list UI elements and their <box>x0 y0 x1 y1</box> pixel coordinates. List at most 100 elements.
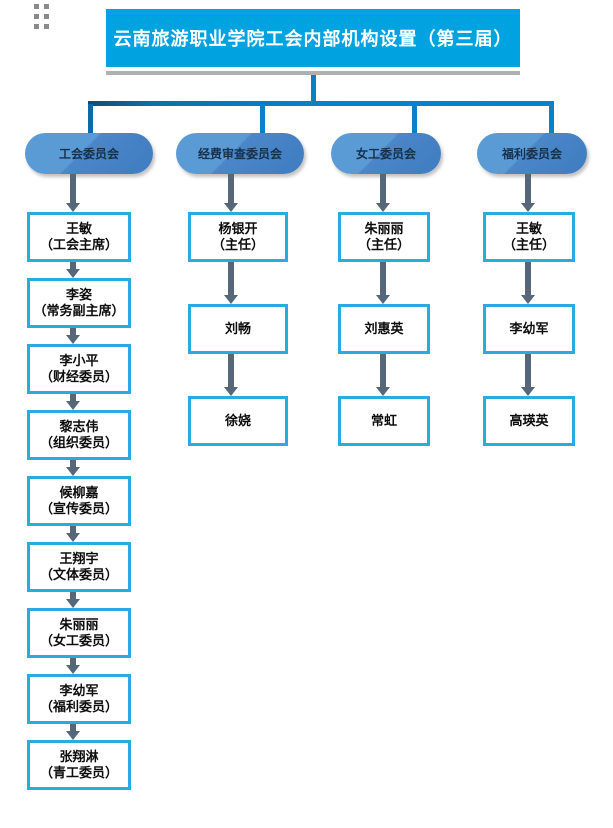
arrow-shaft <box>70 658 76 665</box>
arrow-member-union-3-to-4 <box>66 394 80 410</box>
member-node-women-workers-1[interactable]: 朱丽丽（主任） <box>338 212 430 262</box>
arrow-member-finance-audit-1-to-2 <box>224 262 238 304</box>
member-node-union-1[interactable]: 王敏（工会主席） <box>27 212 131 262</box>
member-name: 李姿 <box>65 286 92 302</box>
arrow-member-union-5-to-6 <box>66 526 80 542</box>
handle-dot <box>44 4 49 9</box>
page-title: 云南旅游职业学院工会内部机构设置（第三届） <box>113 29 513 49</box>
member-name: 常虹 <box>370 412 397 428</box>
member-name: 王翔宇 <box>59 550 99 566</box>
member-name: 黎志伟 <box>59 418 99 434</box>
member-node-union-7[interactable]: 朱丽丽（女工委员） <box>27 608 131 658</box>
committee-pill-finance-audit[interactable]: 经费审查委员会 <box>176 133 304 174</box>
arrow-member-welfare-2-to-3 <box>521 354 535 396</box>
handle-dot <box>34 24 39 29</box>
member-node-welfare-1[interactable]: 王敏（主任） <box>483 212 575 262</box>
arrow-committee-to-member-women-workers <box>376 174 390 212</box>
arrow-shaft <box>228 174 234 203</box>
arrow-shaft <box>70 724 76 731</box>
committee-label: 女工委员会 <box>355 147 416 161</box>
member-node-union-5[interactable]: 候柳嘉（宣传委员） <box>27 476 131 526</box>
committee-pill-women-workers[interactable]: 女工委员会 <box>331 133 441 174</box>
member-name: 朱丽丽 <box>364 220 404 236</box>
arrow-shaft <box>380 354 386 387</box>
member-name: 王敏 <box>65 220 92 236</box>
member-role: （主任） <box>357 237 410 252</box>
arrow-shaft <box>380 262 386 295</box>
member-node-finance-audit-2[interactable]: 刘畅 <box>188 304 288 354</box>
committee-label: 工会委员会 <box>58 147 119 161</box>
arrow-shaft <box>70 526 76 533</box>
arrow-member-union-4-to-5 <box>66 460 80 476</box>
connector-drop-2 <box>260 104 265 134</box>
diagram-title-banner: 云南旅游职业学院工会内部机构设置（第三届） <box>106 9 520 67</box>
arrow-committee-to-member-finance-audit <box>224 174 238 212</box>
member-node-women-workers-3[interactable]: 常虹 <box>338 396 430 446</box>
member-node-union-4[interactable]: 黎志伟（组织委员） <box>27 410 131 460</box>
member-node-union-2[interactable]: 李姿（常务副主席） <box>27 278 131 328</box>
member-name: 李幼军 <box>59 682 99 698</box>
arrow-head <box>66 533 80 542</box>
member-name: 李小平 <box>59 352 99 368</box>
arrow-head <box>521 387 535 396</box>
committee-pill-welfare[interactable]: 福利委员会 <box>477 133 587 174</box>
arrow-member-welfare-1-to-2 <box>521 262 535 304</box>
connector-drop-4 <box>549 104 554 134</box>
arrow-committee-to-member-welfare <box>521 174 535 212</box>
handle-dot <box>34 14 39 19</box>
arrow-shaft <box>70 592 76 599</box>
member-role: （组织委员） <box>39 435 118 450</box>
arrow-shaft <box>525 174 531 203</box>
member-node-union-8[interactable]: 李幼军（福利委员） <box>27 674 131 724</box>
member-node-union-6[interactable]: 王翔宇（文体委员） <box>27 542 131 592</box>
member-role: （女工委员） <box>39 633 118 648</box>
arrow-head <box>66 269 80 278</box>
arrow-shaft <box>525 354 531 387</box>
member-name: 高瑛英 <box>509 412 549 428</box>
member-node-union-9[interactable]: 张翔淋（青工委员） <box>27 740 131 790</box>
connector-drop-3 <box>412 104 417 134</box>
member-node-finance-audit-3[interactable]: 徐娆 <box>188 396 288 446</box>
arrow-head <box>66 401 80 410</box>
connector-horizontal-bus <box>88 101 554 106</box>
member-node-welfare-3[interactable]: 高瑛英 <box>483 396 575 446</box>
arrow-head <box>521 203 535 212</box>
arrow-member-union-2-to-3 <box>66 328 80 344</box>
handle-dot <box>34 4 39 9</box>
member-name: 刘畅 <box>224 320 251 336</box>
connector-root-vertical <box>311 75 316 104</box>
member-role: （青工委员） <box>39 765 118 780</box>
handle-dot <box>44 14 49 19</box>
committee-label: 经费审查委员会 <box>197 147 282 161</box>
member-role: （文体委员） <box>39 567 118 582</box>
drag-handle[interactable] <box>34 4 50 31</box>
member-name: 候柳嘉 <box>59 484 99 500</box>
member-name: 杨银开 <box>218 220 258 236</box>
committee-pill-union[interactable]: 工会委员会 <box>25 133 153 174</box>
member-name: 王敏 <box>515 220 542 236</box>
arrow-head <box>224 295 238 304</box>
member-node-union-3[interactable]: 李小平（财经委员） <box>27 344 131 394</box>
arrow-shaft <box>70 262 76 269</box>
arrow-member-women-workers-2-to-3 <box>376 354 390 396</box>
member-name: 徐娆 <box>224 412 251 428</box>
arrow-committee-to-member-union <box>66 174 80 212</box>
title-underline <box>106 71 520 75</box>
member-name: 张翔淋 <box>59 748 99 764</box>
member-role: （工会主席） <box>39 237 118 252</box>
member-name: 朱丽丽 <box>59 616 99 632</box>
committee-label: 福利委员会 <box>501 147 562 161</box>
member-node-women-workers-2[interactable]: 刘惠英 <box>338 304 430 354</box>
arrow-shaft <box>70 328 76 335</box>
arrow-shaft <box>525 262 531 295</box>
arrow-member-union-8-to-9 <box>66 724 80 740</box>
member-node-welfare-2[interactable]: 李幼军 <box>483 304 575 354</box>
member-role: （常务副主席） <box>33 303 125 318</box>
connector-drop-1 <box>88 104 93 134</box>
member-node-finance-audit-1[interactable]: 杨银开（主任） <box>188 212 288 262</box>
arrow-head <box>376 387 390 396</box>
arrow-head <box>66 467 80 476</box>
arrow-head <box>66 599 80 608</box>
member-name: 李幼军 <box>509 320 549 336</box>
arrow-head <box>66 335 80 344</box>
